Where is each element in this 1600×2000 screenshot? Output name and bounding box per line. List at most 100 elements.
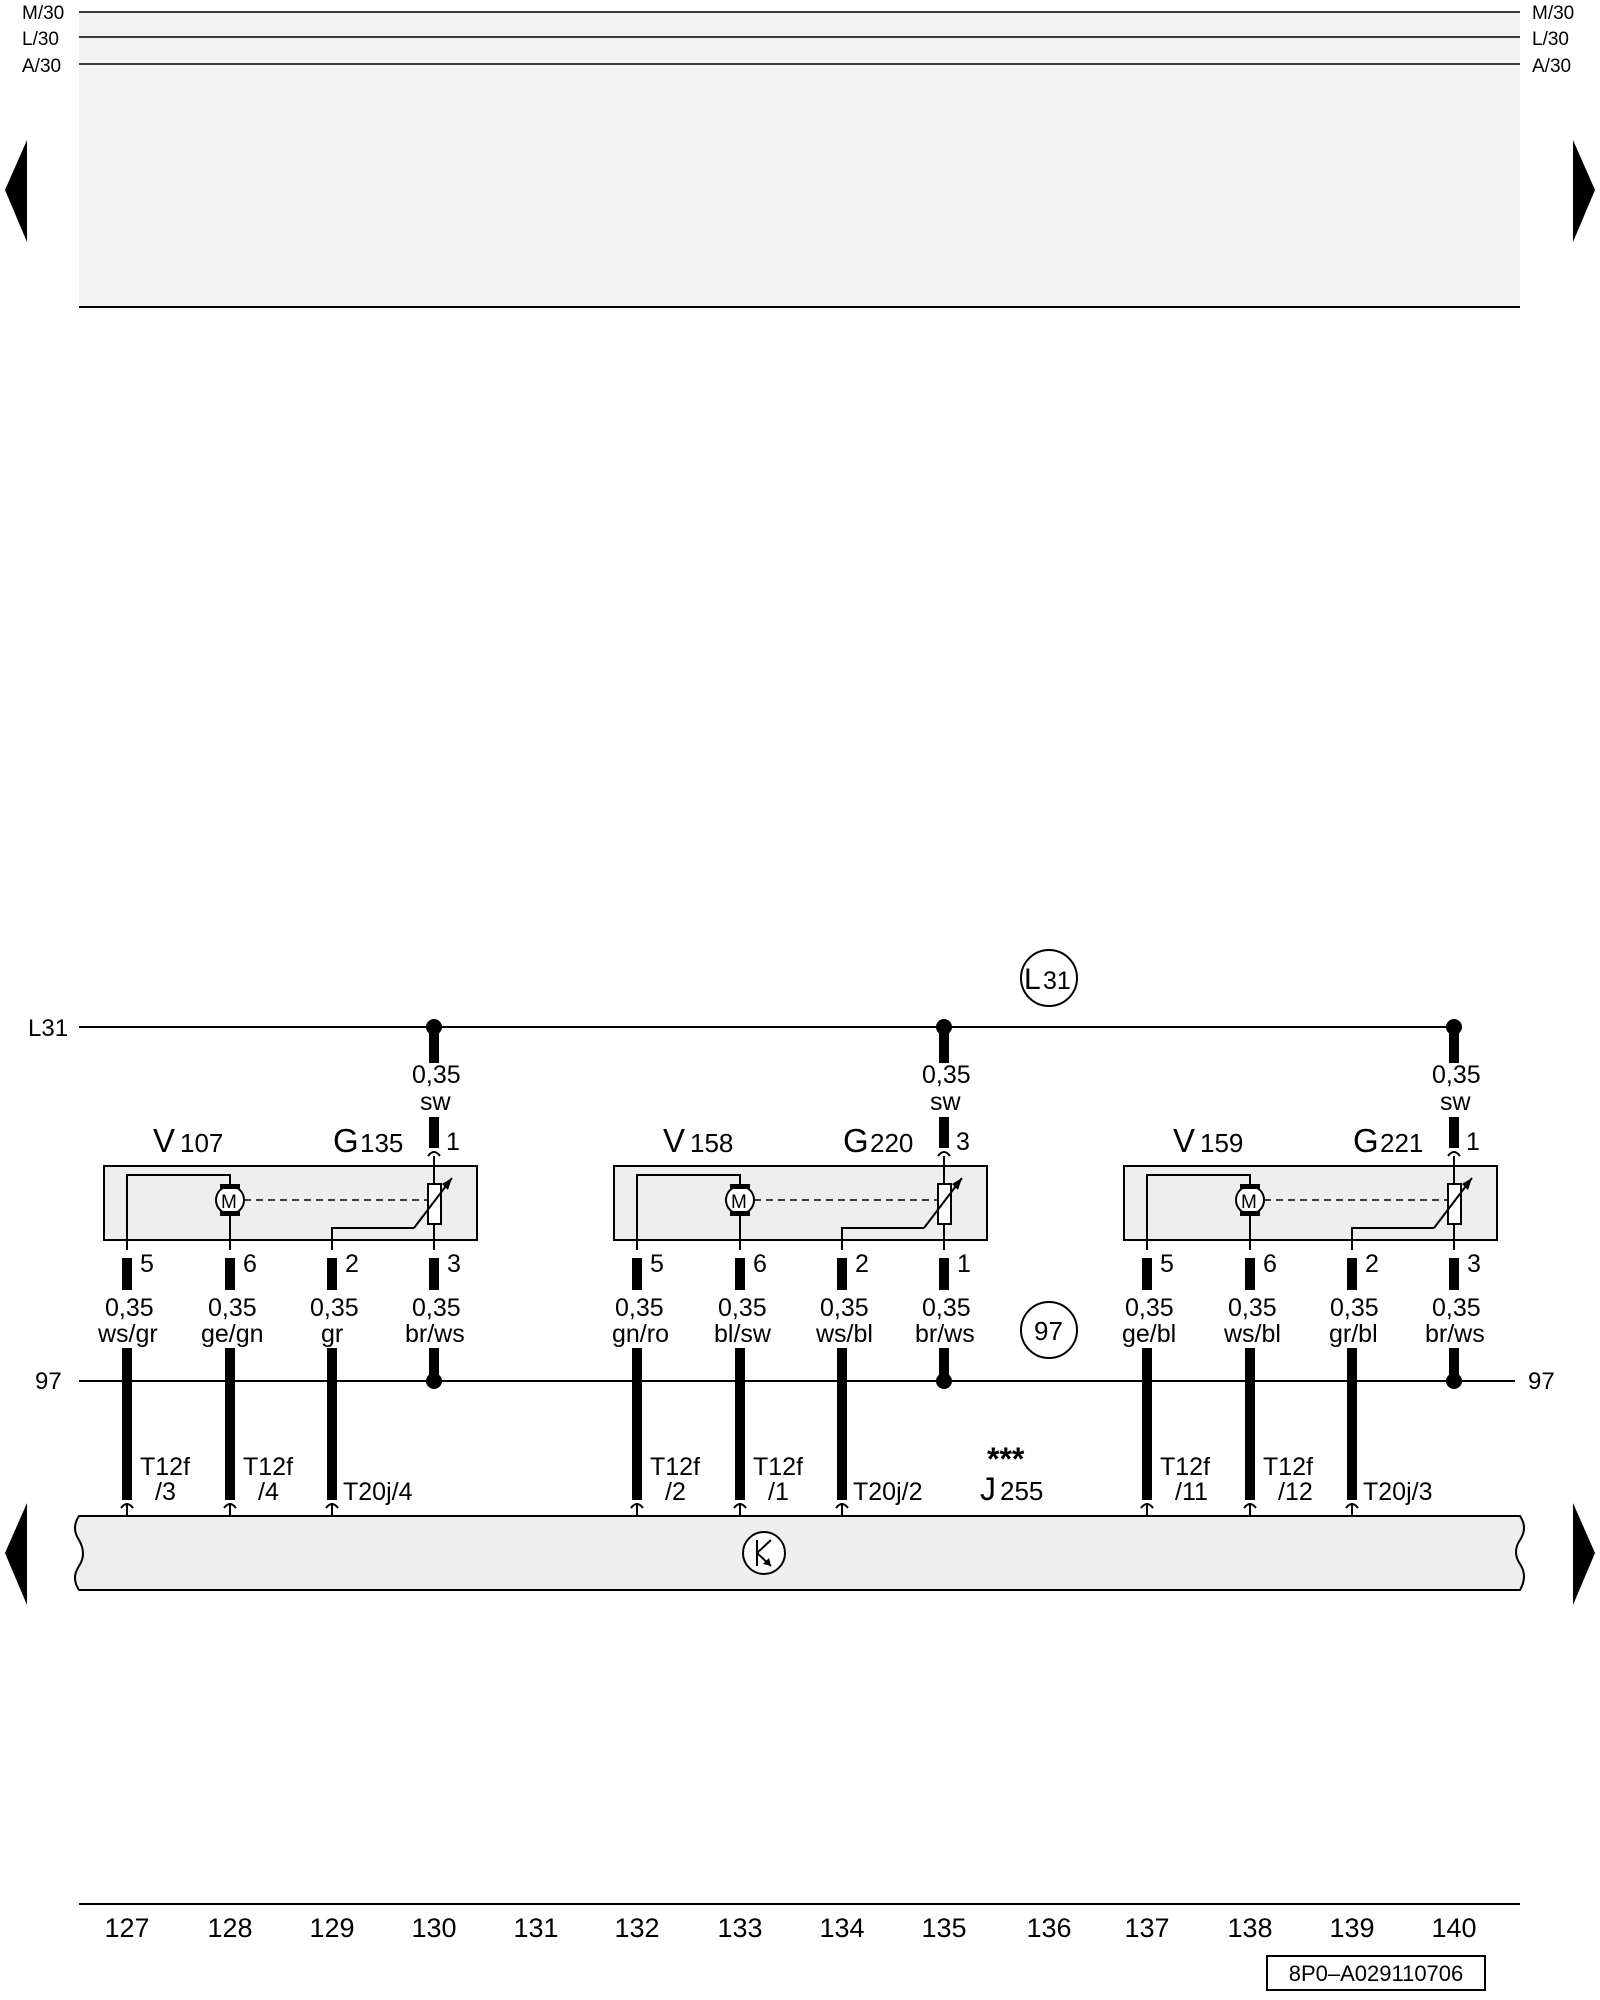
- svg-text:5: 5: [140, 1250, 154, 1278]
- svg-text:255: 255: [1000, 1476, 1043, 1506]
- svg-text:T20j/3: T20j/3: [1363, 1478, 1432, 1506]
- svg-text:V: V: [663, 1122, 685, 1159]
- actuator-group-3: 0,35 sw 1 V 159 G 221 M 5 6 2 3 0,35: [1122, 1019, 1498, 1506]
- svg-text:A/30: A/30: [22, 56, 61, 77]
- svg-text:gn/ro: gn/ro: [612, 1320, 669, 1348]
- left-arrow-icon[interactable]: [5, 140, 27, 242]
- ground-point-icon: [1446, 1373, 1462, 1389]
- svg-text:ws/bl: ws/bl: [815, 1320, 873, 1348]
- top-bus-panel: [79, 12, 1520, 307]
- svg-text:0,35: 0,35: [412, 1061, 461, 1089]
- svg-text:221: 221: [1380, 1128, 1423, 1158]
- component-box: [613, 1165, 988, 1241]
- svg-text:135: 135: [360, 1128, 403, 1158]
- svg-text:3: 3: [956, 1128, 970, 1156]
- svg-text:L/30: L/30: [1532, 29, 1569, 50]
- svg-text:129: 129: [309, 1913, 354, 1943]
- svg-text:V: V: [1173, 1122, 1195, 1159]
- svg-text:/1: /1: [768, 1478, 789, 1506]
- svg-text:M: M: [221, 1192, 237, 1213]
- svg-text:0,35: 0,35: [1125, 1294, 1174, 1322]
- svg-text:133: 133: [717, 1913, 762, 1943]
- connection-97-label-right: 97: [1528, 1368, 1555, 1395]
- k-symbol-icon: [742, 1531, 786, 1575]
- svg-text:134: 134: [819, 1913, 864, 1943]
- svg-text:T12f: T12f: [140, 1453, 190, 1481]
- svg-text:J: J: [980, 1471, 996, 1507]
- svg-text:0,35: 0,35: [310, 1294, 359, 1322]
- bus-label-m30-right: M/30: [1532, 3, 1574, 24]
- svg-text:ws/bl: ws/bl: [1223, 1320, 1281, 1348]
- bus-label-a30-left: A/30: [22, 56, 61, 77]
- svg-text:sw: sw: [420, 1088, 452, 1116]
- svg-text:ge/gn: ge/gn: [201, 1320, 264, 1348]
- svg-text:3: 3: [1467, 1250, 1481, 1278]
- left-arrow-icon[interactable]: [5, 1503, 27, 1605]
- svg-text:0,35: 0,35: [1432, 1061, 1481, 1089]
- svg-text:br/ws: br/ws: [405, 1320, 465, 1348]
- ground-point-icon: [936, 1373, 952, 1389]
- svg-text:G: G: [333, 1122, 359, 1159]
- svg-text:0,35: 0,35: [1330, 1294, 1379, 1322]
- svg-text:136: 136: [1026, 1913, 1071, 1943]
- svg-text:0,35: 0,35: [922, 1061, 971, 1089]
- svg-text:6: 6: [753, 1250, 767, 1278]
- svg-text:0,35: 0,35: [820, 1294, 869, 1322]
- svg-text:107: 107: [180, 1128, 223, 1158]
- svg-text:1: 1: [957, 1250, 971, 1278]
- control-unit-label: *** J 255: [980, 1441, 1043, 1507]
- svg-text:1: 1: [1466, 1128, 1480, 1156]
- svg-text:0,35: 0,35: [412, 1294, 461, 1322]
- actuator-group-1: 0,35 sw 1 V 107 G 135 M 5 6 2 3: [97, 1019, 478, 1506]
- svg-text:138: 138: [1227, 1913, 1272, 1943]
- svg-text:G: G: [1353, 1122, 1379, 1159]
- svg-text:97: 97: [1034, 1316, 1063, 1346]
- svg-text:0,35: 0,35: [1228, 1294, 1277, 1322]
- actuator-group-2: 0,35 sw 3 V 158 G 220 M 5 6 2 1 0,35: [612, 1019, 988, 1506]
- component-box: [103, 1165, 478, 1241]
- svg-text:L/30: L/30: [22, 29, 59, 50]
- svg-text:/3: /3: [155, 1478, 176, 1506]
- svg-text:2: 2: [855, 1250, 869, 1278]
- svg-text:132: 132: [614, 1913, 659, 1943]
- svg-text:139: 139: [1329, 1913, 1374, 1943]
- svg-text:G: G: [843, 1122, 869, 1159]
- svg-text:1: 1: [446, 1128, 460, 1156]
- svg-text:2: 2: [345, 1250, 359, 1278]
- svg-text:T20j/2: T20j/2: [853, 1478, 922, 1506]
- svg-text:97: 97: [1528, 1368, 1555, 1395]
- svg-text:220: 220: [870, 1128, 913, 1158]
- svg-text:128: 128: [207, 1913, 252, 1943]
- svg-text:V: V: [153, 1122, 175, 1159]
- component-box: [1123, 1165, 1498, 1241]
- svg-text:L31: L31: [28, 1015, 68, 1042]
- bus-label-m30-left: M/30: [22, 3, 64, 24]
- ground-point-icon: [426, 1373, 442, 1389]
- svg-text:130: 130: [411, 1913, 456, 1943]
- svg-text:3: 3: [447, 1250, 461, 1278]
- column-numbers: 127 128 129 130 131 132 133 134 135 136 …: [104, 1913, 1476, 1943]
- svg-text:0,35: 0,35: [615, 1294, 664, 1322]
- right-arrow-icon[interactable]: [1573, 140, 1595, 242]
- svg-text:bl/sw: bl/sw: [714, 1320, 772, 1348]
- svg-text:M/30: M/30: [22, 3, 64, 24]
- svg-text:5: 5: [1160, 1250, 1174, 1278]
- svg-text:br/ws: br/ws: [915, 1320, 975, 1348]
- svg-text:ge/bl: ge/bl: [1122, 1320, 1176, 1348]
- svg-text:0,35: 0,35: [1432, 1294, 1481, 1322]
- svg-text:0,35: 0,35: [105, 1294, 154, 1322]
- svg-text:***: ***: [987, 1441, 1025, 1477]
- right-arrow-icon[interactable]: [1573, 1503, 1595, 1605]
- svg-text:2: 2: [1365, 1250, 1379, 1278]
- svg-text:137: 137: [1124, 1913, 1169, 1943]
- svg-text:T12f: T12f: [243, 1453, 293, 1481]
- svg-text:31: 31: [1043, 967, 1071, 995]
- svg-text:/12: /12: [1278, 1478, 1313, 1506]
- ground-circle-label: L 31: [1020, 949, 1078, 1007]
- bus-label-a30-right: A/30: [1532, 56, 1571, 77]
- svg-text:159: 159: [1200, 1128, 1243, 1158]
- svg-text:0,35: 0,35: [922, 1294, 971, 1322]
- svg-text:0,35: 0,35: [718, 1294, 767, 1322]
- svg-text:gr/bl: gr/bl: [1329, 1320, 1378, 1348]
